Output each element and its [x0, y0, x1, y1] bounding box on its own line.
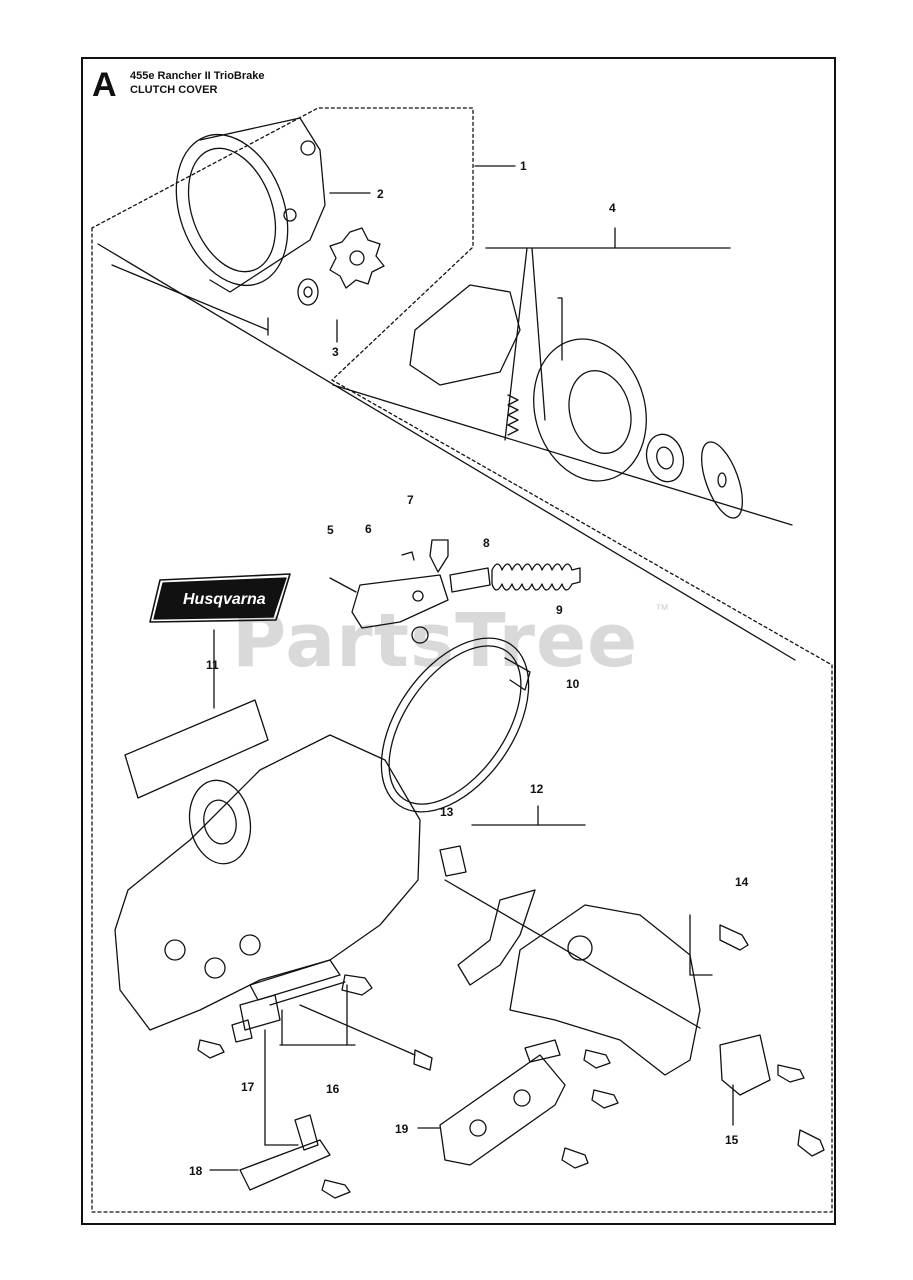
part-cover-plate — [439, 1039, 589, 1169]
husqvarna-logo — [149, 573, 291, 623]
section-title: CLUTCH COVER — [130, 84, 218, 96]
part-adjuster — [231, 974, 433, 1071]
part-clutch-assembly — [409, 284, 743, 519]
callout-2: 2 — [377, 187, 384, 201]
axis-lines — [97, 243, 796, 1029]
callout-15: 15 — [725, 1133, 739, 1147]
callout-9: 9 — [556, 603, 563, 617]
callout-10: 10 — [566, 677, 580, 691]
callout-3: 3 — [332, 345, 339, 359]
part-screws — [197, 1039, 619, 1109]
callout-5: 5 — [327, 523, 334, 537]
callout-18: 18 — [189, 1164, 203, 1178]
diagram-frame — [81, 57, 836, 1225]
part-chain-brake-housing — [114, 734, 467, 1031]
logo-text: Husqvarna — [183, 591, 266, 608]
callout-11: 11 — [206, 658, 219, 672]
callout-19: 19 — [395, 1122, 409, 1136]
watermark-trademark: ™ — [655, 601, 669, 617]
watermark: PartsTree — [232, 598, 639, 684]
callout-8: 8 — [483, 536, 490, 550]
part-brake-spring — [491, 563, 581, 591]
part-decal — [124, 699, 269, 799]
group-outline-dashed — [91, 107, 833, 1213]
model-title: 455e Rancher II TrioBrake — [130, 70, 265, 82]
callout-14: 14 — [735, 875, 749, 889]
part-brake-lever — [329, 539, 491, 629]
callout-4: 4 — [609, 201, 616, 215]
part-side-plate — [457, 889, 825, 1157]
part-sprocket — [297, 227, 385, 306]
callout-12: 12 — [530, 782, 544, 796]
section-letter: A — [92, 66, 117, 104]
callout-1: 1 — [520, 159, 527, 173]
callout-6: 6 — [365, 522, 372, 536]
part-clutch-cover — [175, 117, 326, 293]
part-chain-tensioner — [239, 1114, 351, 1199]
callout-17: 17 — [241, 1080, 255, 1094]
part-brake-band — [380, 626, 531, 813]
leader-lines — [209, 165, 734, 1171]
callout-7: 7 — [407, 493, 414, 507]
callout-13: 13 — [440, 805, 454, 819]
callout-16: 16 — [326, 1082, 340, 1096]
